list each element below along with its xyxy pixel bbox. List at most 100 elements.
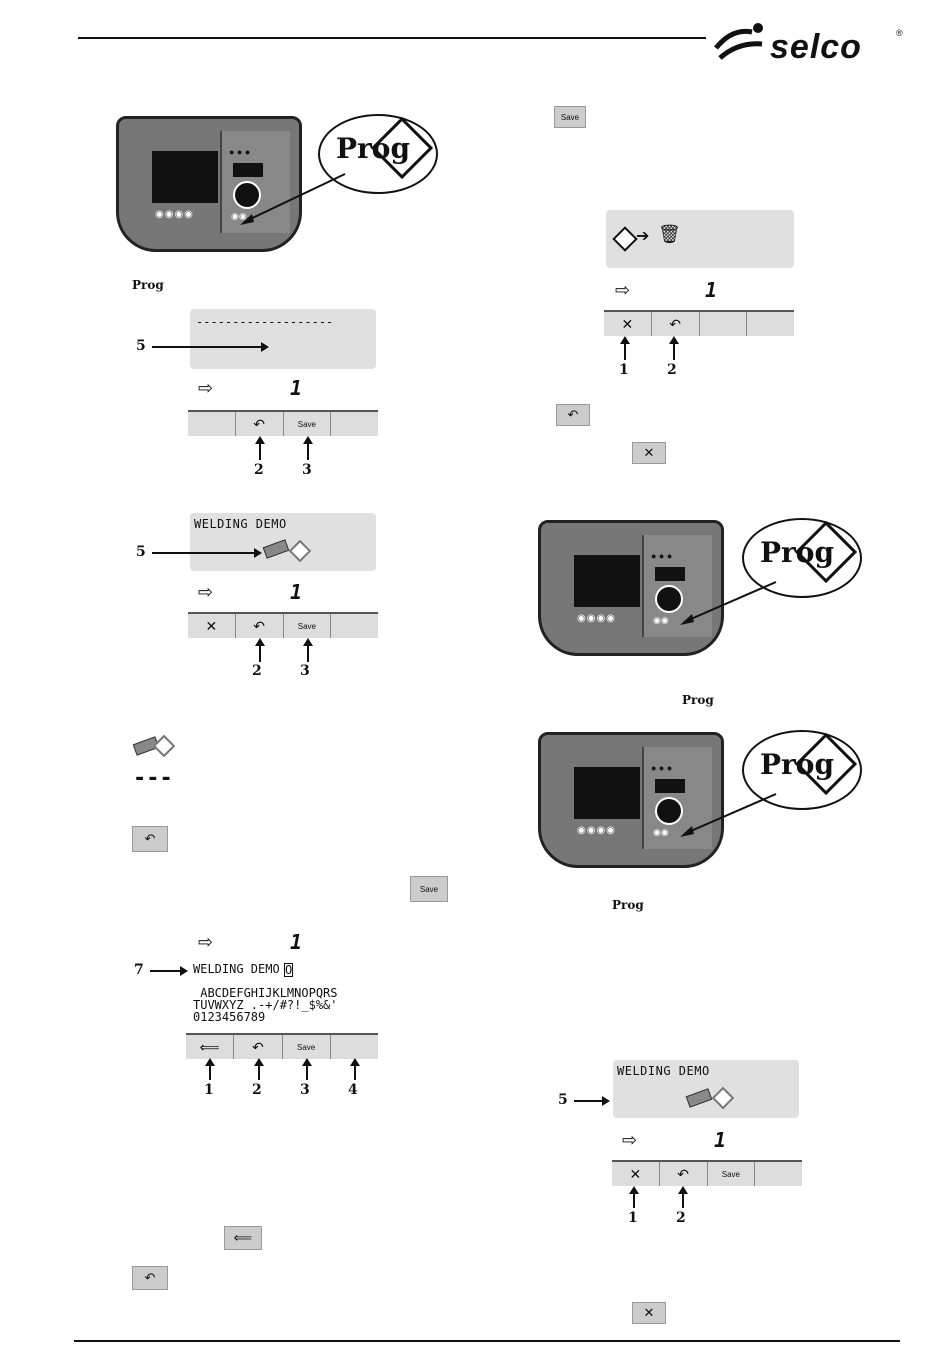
panel-knob[interactable] [655, 797, 683, 825]
back-softkey[interactable]: ↶ [236, 614, 284, 638]
callout-5a: 5 [136, 338, 146, 354]
lcd-delete-screen: ➔ 🗑 [606, 210, 794, 268]
callout-arrow-3c [302, 1058, 312, 1080]
segment-value: 1 [705, 278, 718, 302]
back-icon: ↶ [144, 831, 156, 846]
prog-bubble-1: Prog [318, 114, 438, 194]
left-arrow-button-icon: ⟸ [224, 1226, 262, 1250]
enter-icon: ⇨ [198, 378, 214, 399]
panel-leds: ● ● ● [651, 763, 673, 773]
back-icon: ↶ [252, 1038, 264, 1055]
panel-display [233, 163, 263, 177]
panel-buttons[interactable]: ◉◉◉◉ [577, 825, 616, 836]
save-softkey[interactable]: Save [283, 1035, 331, 1059]
prog-icon: Prog [612, 898, 644, 912]
prog-icon: Prog [682, 693, 714, 707]
back-softkey[interactable]: ↶ [234, 1035, 283, 1059]
callout-arrow-2c [254, 1058, 264, 1080]
enter-icon: ⇨ [615, 280, 631, 301]
chip-icon [262, 539, 290, 559]
back-button-icon: ↶ [556, 404, 590, 426]
cancel-softkey[interactable]: ✕ [612, 1162, 660, 1186]
back-icon: ↶ [567, 407, 579, 422]
program-name: WELDING DEMO [617, 1064, 710, 1078]
diamond-icon [711, 1086, 735, 1110]
save-label: Save [419, 884, 439, 894]
softkey-empty[interactable] [188, 412, 236, 436]
control-panel-3: ● ● ● ◉◉◉◉ ◉◉ [538, 732, 724, 868]
panel-leds: ● ● ● [651, 551, 673, 561]
save-button-icon: Save [554, 106, 586, 128]
segment-value: 1 [714, 1128, 727, 1152]
charset-line-2[interactable]: TUVWXYZ .-+/#?!_$%&' [193, 998, 338, 1012]
panel-knob[interactable] [655, 585, 683, 613]
back-icon: ↶ [253, 415, 265, 432]
softkey-empty[interactable] [331, 412, 378, 436]
pointer-line-3 [680, 793, 777, 837]
callout-2d: 2 [667, 362, 677, 378]
back-softkey[interactable]: ↶ [236, 412, 284, 436]
save-softkey[interactable]: Save [708, 1162, 756, 1186]
back-icon: ↶ [677, 1165, 689, 1182]
edit-cursor: O [284, 963, 294, 977]
softkey-empty[interactable] [755, 1162, 802, 1186]
panel-display [655, 779, 685, 793]
back-softkey[interactable]: ↶ [652, 312, 700, 336]
callout-1e: 1 [628, 1210, 638, 1226]
callout-7: 7 [134, 962, 144, 978]
edit-name-field[interactable]: WELDING DEMO [193, 962, 280, 976]
softkey-empty[interactable] [747, 312, 794, 336]
softkey-empty[interactable] [331, 1035, 378, 1059]
back-softkey[interactable]: ↶ [660, 1162, 708, 1186]
brand-name: selco [770, 28, 862, 66]
enter-icon: ⇨ [622, 1130, 638, 1151]
panel-screen [574, 767, 640, 819]
prog-bubble-2: Prog [742, 518, 862, 598]
cancel-icon: ✕ [643, 445, 655, 460]
prog-bubble-3: Prog [742, 730, 862, 810]
lcd-screen-2: WELDING DEMO [190, 513, 376, 571]
callout-2e: 2 [676, 1210, 686, 1226]
charset-line-1[interactable]: ABCDEFGHIJKLMNOPQRS [193, 986, 338, 1000]
panel-knob[interactable] [233, 181, 261, 209]
program-name: WELDING DEMO [194, 517, 287, 531]
callout-arrow-2b [255, 638, 265, 662]
panel-right-section [642, 535, 712, 637]
callout-4c: 4 [348, 1082, 358, 1098]
segment-value: 1 [290, 376, 303, 400]
softkey-empty[interactable] [331, 614, 378, 638]
cancel-button-icon: ✕ [632, 442, 666, 464]
dashes-symbol: --- [133, 766, 173, 791]
save-softkey[interactable]: Save [284, 412, 332, 436]
callout-2c: 2 [252, 1082, 262, 1098]
charset-line-3[interactable]: 0123456789 [193, 1010, 266, 1024]
cancel-button-icon: ✕ [632, 1302, 666, 1324]
left-arrow-softkey[interactable]: ⟸ [186, 1035, 235, 1059]
callout-arrow-5c [574, 1096, 610, 1106]
save-label: Save [297, 1042, 316, 1052]
save-softkey[interactable]: Save [284, 614, 332, 638]
prog-label: Prog [336, 132, 411, 165]
panel-prog-buttons[interactable]: ◉◉ [653, 827, 669, 837]
panel-prog-buttons[interactable]: ◉◉ [653, 615, 669, 625]
softkey-empty[interactable] [700, 312, 748, 336]
panel-prog-buttons[interactable]: ◉◉ [231, 211, 247, 221]
softkey-bar-4: ✕ ↶ [604, 310, 794, 336]
softkey-bar-5: ✕ ↶ Save [612, 1160, 802, 1186]
panel-right-section [642, 747, 712, 849]
cancel-softkey[interactable]: ✕ [188, 614, 236, 638]
pointer-line-1 [240, 173, 346, 225]
lcd-screen-3: WELDING DEMO [613, 1060, 799, 1118]
panel-display [655, 567, 685, 581]
pointer-line-2 [680, 581, 777, 625]
back-icon: ↶ [669, 315, 681, 332]
panel-buttons[interactable]: ◉◉◉◉ [577, 613, 616, 624]
back-button-icon: ↶ [132, 1266, 168, 1290]
panel-buttons[interactable]: ◉◉◉◉ [155, 209, 194, 220]
callout-arrow-2a [255, 436, 265, 460]
softkey-bar-2: ✕ ↶ Save [188, 612, 378, 638]
segment-value: 1 [290, 930, 303, 954]
cancel-softkey[interactable]: ✕ [604, 312, 652, 336]
control-panel-2: ● ● ● ◉◉◉◉ ◉◉ [538, 520, 724, 656]
control-panel-1: ● ● ● ◉◉◉◉ ◉◉ [116, 116, 302, 252]
